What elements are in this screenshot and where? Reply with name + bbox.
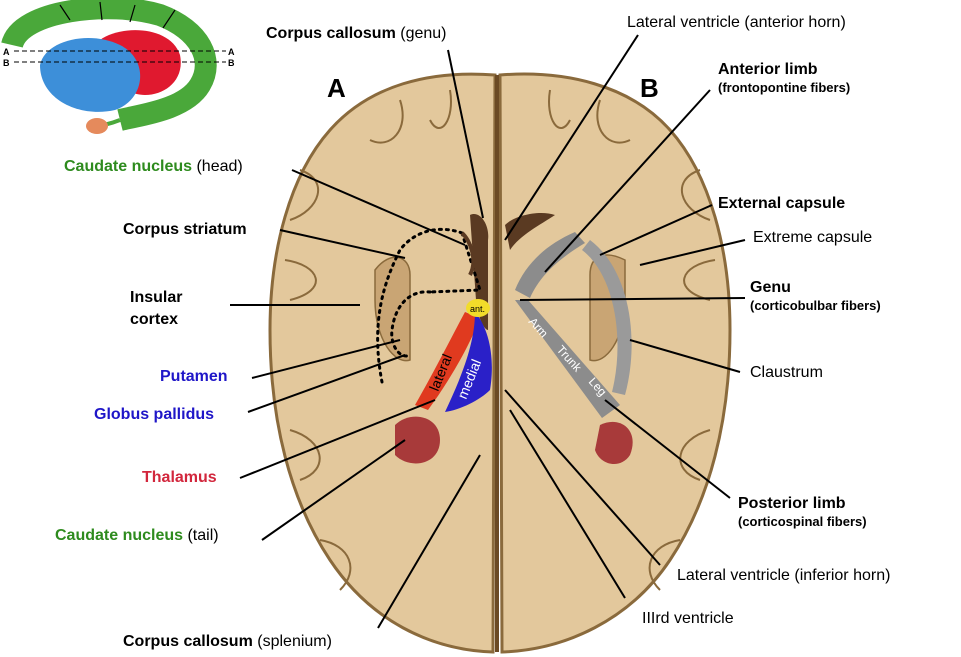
label-anterior-limb: Anterior limb (frontopontine fibers) xyxy=(718,61,850,97)
leader-lines xyxy=(230,34,746,629)
label-caudate-tail: Caudate nucleus (tail) xyxy=(55,527,219,545)
inset-amygdala xyxy=(86,118,108,134)
putamen-region xyxy=(415,312,480,410)
label-caudate-tail-normal: (tail) xyxy=(183,527,219,544)
label-genu-sub: (corticobulbar fibers) xyxy=(750,298,881,313)
inset-diagram: A B A B xyxy=(1,0,235,134)
label-lv-inferior: Lateral ventricle (inferior horn) xyxy=(677,567,891,584)
label-cc-genu: Corpus callosum (genu) xyxy=(266,25,447,43)
internal-capsule-posterior-limb xyxy=(515,300,620,418)
label-anterior-limb-title: Anterior limb xyxy=(718,61,818,78)
label-genu: Genu (corticobulbar fibers) xyxy=(750,279,881,315)
label-anterior-limb-sub: (frontopontine fibers) xyxy=(718,80,851,95)
globus-pallidus-region xyxy=(445,312,492,412)
label-caudate-head-normal: (head) xyxy=(192,158,243,175)
label-extreme-capsule: Extreme capsule xyxy=(753,229,873,246)
label-cc-genu-bold: Corpus callosum xyxy=(266,25,396,42)
brain-section xyxy=(268,72,732,654)
label-lv-anterior: Lateral ventricle (anterior horn) xyxy=(627,14,846,31)
label-globus-pallidus: Globus pallidus xyxy=(94,406,215,423)
inset-putamen xyxy=(40,37,141,112)
label-insular-line-2: cortex xyxy=(130,311,179,328)
thalamus-left xyxy=(395,416,440,464)
label-ant: ant. xyxy=(470,304,485,314)
corpus-striatum-outline xyxy=(376,227,483,384)
label-thalamus: Thalamus xyxy=(142,469,217,486)
label-caudate-head-bold: Caudate nucleus xyxy=(64,158,193,175)
caudate-head-outline xyxy=(460,231,476,276)
label-posterior-limb-title: Posterior limb xyxy=(738,495,846,512)
external-capsule-band xyxy=(582,240,632,395)
inset-a-right: A xyxy=(228,47,235,57)
label-corpus-striatum: Corpus striatum xyxy=(123,221,247,238)
right-hemisphere xyxy=(498,72,732,654)
thalamus-right xyxy=(595,421,633,465)
label-insular-line-1: Insular xyxy=(130,289,183,306)
panel-letter-b: B xyxy=(640,73,659,103)
label-posterior-limb: Posterior limb (corticospinal fibers) xyxy=(738,495,867,531)
label-third-ventricle: IIIrd ventricle xyxy=(642,610,734,627)
panel-letter-a: A xyxy=(327,73,346,103)
label-putamen: Putamen xyxy=(160,368,228,385)
label-posterior-limb-sub: (corticospinal fibers) xyxy=(738,514,867,529)
label-claustrum: Claustrum xyxy=(750,364,823,381)
label-caudate-head: Caudate nucleus (head) xyxy=(64,158,243,176)
label-cc-splenium-normal: (splenium) xyxy=(252,633,332,650)
inset-b-right: B xyxy=(228,58,235,68)
label-caudate-tail-bold: Caudate nucleus xyxy=(55,527,184,544)
label-cc-splenium-bold: Corpus callosum xyxy=(123,633,253,650)
anterior-commissure-dot xyxy=(466,299,490,317)
inset-caudate-arc xyxy=(1,0,217,131)
inset-a-left: A xyxy=(3,47,10,57)
label-cc-genu-normal: (genu) xyxy=(395,25,447,42)
inset-b-left: B xyxy=(3,58,10,68)
label-external-capsule: External capsule xyxy=(718,195,846,212)
label-cc-splenium: Corpus callosum (splenium) xyxy=(123,633,332,651)
label-genu-title: Genu xyxy=(750,279,791,296)
label-insular-cortex: Insular cortex xyxy=(130,287,182,331)
